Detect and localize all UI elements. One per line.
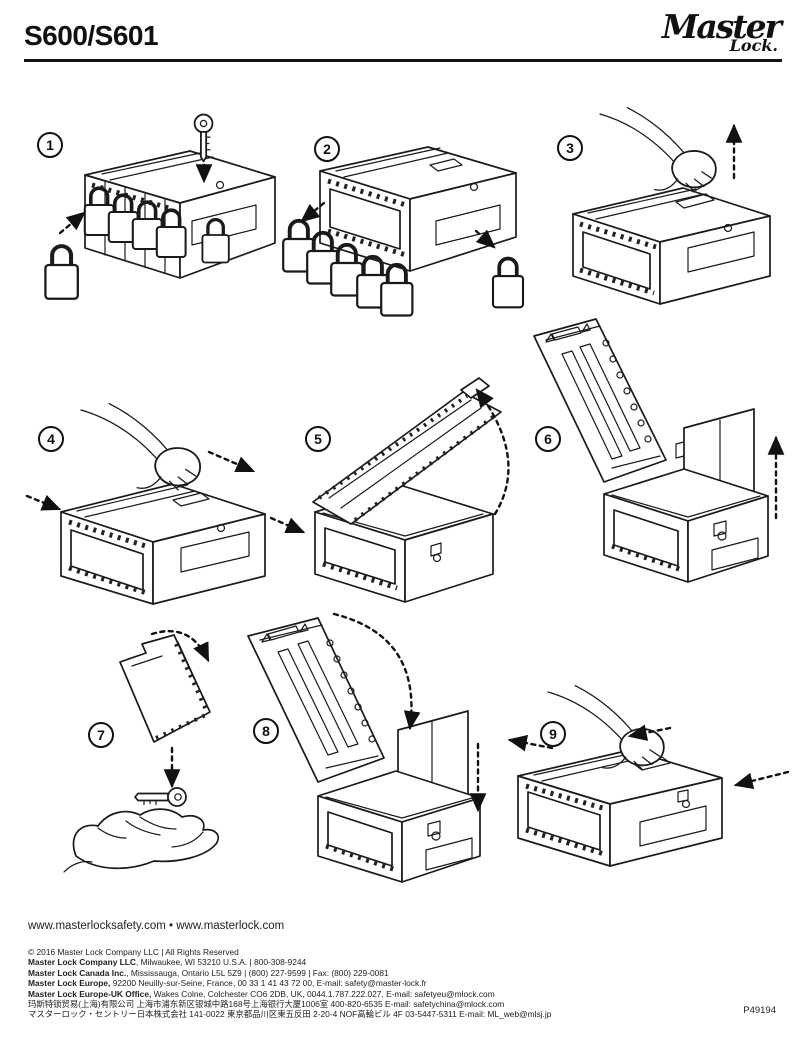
hand-icon bbox=[599, 106, 717, 193]
part-number: P49194 bbox=[743, 1005, 776, 1016]
footer-websites[interactable]: www.masterlocksafety.com • www.masterloc… bbox=[28, 920, 285, 932]
curved-dashed-arrow-down bbox=[332, 612, 421, 731]
curved-dashed-arrow bbox=[475, 388, 510, 516]
lockbox-drawing bbox=[319, 146, 517, 272]
masterlock-logo: Master Lock. bbox=[661, 7, 782, 55]
dashed-arrow-left bbox=[627, 724, 672, 741]
legal-line: © 2016 Master Lock Company LLC | All Rig… bbox=[28, 947, 239, 957]
legal-line: Master Lock Europe, 92200 Neuilly-sur-Se… bbox=[28, 978, 427, 989]
step-6-illustration bbox=[533, 318, 785, 583]
step-9 bbox=[490, 684, 794, 883]
padlock-icon bbox=[491, 256, 525, 310]
dashed-arrow bbox=[207, 450, 256, 473]
legal-line: Master Lock Company LLC, Milwaukee, WI 5… bbox=[28, 957, 307, 968]
step-3-illustration bbox=[572, 106, 771, 305]
dashed-arrow-left bbox=[733, 770, 790, 790]
dashed-arrow bbox=[25, 494, 62, 511]
step-2-number: 2 bbox=[314, 136, 340, 162]
step-4-number: 4 bbox=[38, 426, 64, 452]
step-4-illustration bbox=[25, 402, 306, 605]
step-5 bbox=[285, 346, 532, 616]
inner-panel-drawing bbox=[119, 634, 211, 743]
lockbox-drawing bbox=[60, 483, 266, 605]
step-1-illustration bbox=[30, 113, 276, 320]
legal-line: Master Lock Europe-UK Office, Wakes Coln… bbox=[28, 988, 495, 999]
key-icon bbox=[134, 787, 187, 807]
lockbox-drawing bbox=[84, 150, 276, 279]
legal-line: Master Lock Canada Inc., Mississauga, On… bbox=[28, 967, 389, 978]
lid-drawing bbox=[247, 617, 385, 783]
step-7-illustration bbox=[63, 629, 220, 873]
padlock-icon bbox=[45, 246, 77, 299]
step-8-number: 8 bbox=[253, 718, 279, 744]
lockbox-open-drawing bbox=[317, 770, 481, 883]
header-divider bbox=[24, 59, 782, 62]
step-8 bbox=[226, 608, 490, 896]
page-title: S600/S601 bbox=[24, 20, 159, 51]
step-8-illustration bbox=[247, 612, 487, 883]
dashed-arrow-left bbox=[507, 734, 554, 752]
step-5-illustration bbox=[312, 377, 510, 603]
step-1-number: 1 bbox=[37, 132, 63, 158]
step-1 bbox=[30, 113, 280, 320]
step-5-number: 5 bbox=[305, 426, 331, 452]
step-3 bbox=[528, 98, 792, 310]
legal-line: マスターロック・セントリー日本株式会社 141-0022 東京都品川区東五反田 … bbox=[28, 1009, 552, 1020]
lid-drawing bbox=[312, 377, 502, 525]
step-7-number: 7 bbox=[88, 722, 114, 748]
lockbox-open-drawing bbox=[603, 468, 769, 583]
step-7 bbox=[58, 620, 280, 880]
open-hand-icon bbox=[63, 808, 220, 873]
step-9-number: 9 bbox=[540, 721, 566, 747]
step-6 bbox=[516, 310, 790, 602]
dashed-arrow bbox=[58, 211, 86, 235]
step-3-number: 3 bbox=[557, 135, 583, 161]
step-2-illustration bbox=[281, 146, 525, 318]
step-2 bbox=[278, 113, 530, 320]
logo-master-text: Master bbox=[661, 7, 782, 46]
lockbox-drawing bbox=[517, 749, 723, 867]
step-4 bbox=[23, 396, 306, 610]
dashed-arrow bbox=[300, 201, 326, 223]
padlock-icon bbox=[379, 262, 415, 318]
curved-dashed-arrow bbox=[150, 629, 210, 663]
dashed-arrow bbox=[269, 516, 306, 534]
step-6-number: 6 bbox=[535, 426, 561, 452]
hand-icon bbox=[80, 402, 202, 491]
step-9-illustration bbox=[507, 684, 790, 867]
legal-line: 玛斯特锁贸易(上海)有限公司 上海市浦东新区银城中路168号上海银行大厦1006… bbox=[28, 999, 505, 1010]
lockbox-drawing bbox=[572, 181, 771, 305]
footer-legal-block: © 2016 Master Lock Company LLC | All Rig… bbox=[28, 947, 551, 1020]
logo-lock-text: Lock. bbox=[729, 36, 778, 55]
dashed-arrow bbox=[474, 229, 496, 249]
lid-drawing bbox=[533, 318, 667, 483]
